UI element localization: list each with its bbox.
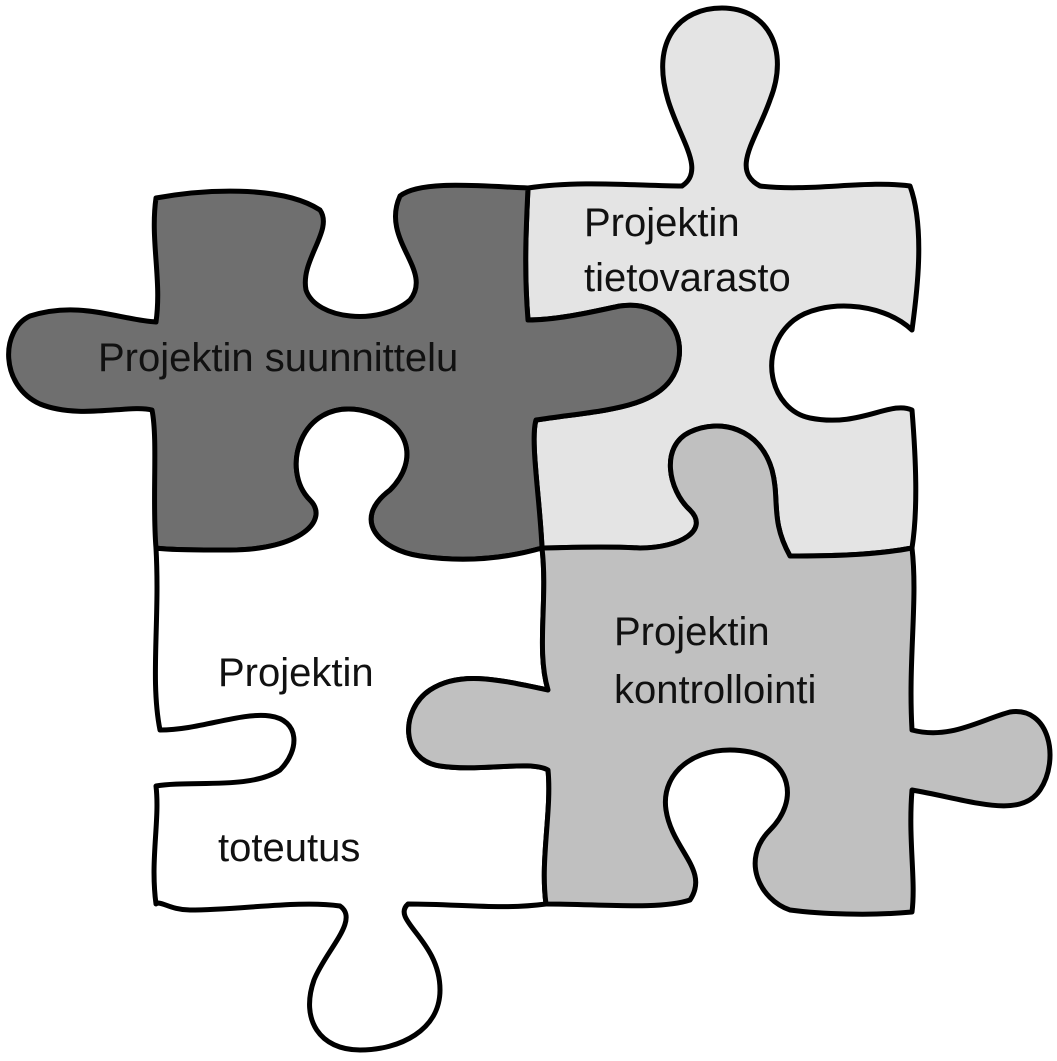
label-control-line1: Projektin (614, 612, 770, 652)
label-implementation-line2: toteutus (218, 828, 360, 868)
label-repository-line1: Projektin (584, 203, 740, 243)
label-planning: Projektin suunnittelu (98, 338, 458, 378)
label-repository-line2: tietovarasto (584, 258, 791, 298)
label-implementation-line1: Projektin (218, 653, 374, 693)
label-control-line2: kontrollointi (614, 670, 816, 710)
